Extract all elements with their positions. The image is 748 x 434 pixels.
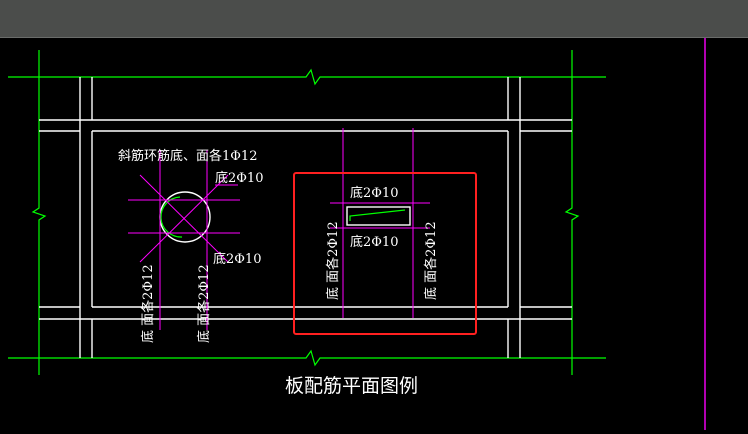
beam-outlines <box>39 77 572 358</box>
axis-bottom <box>8 349 606 367</box>
hole-rebars <box>128 150 240 330</box>
label-rect-bottom: 底2Φ10 <box>350 234 398 250</box>
label-hole-right: 底2Φ10 <box>213 251 261 267</box>
axis-left <box>31 50 47 375</box>
rect-rebars <box>330 128 430 318</box>
round-hole-detail <box>128 150 240 330</box>
highlight-box <box>293 172 477 335</box>
label-hole-top: 底2Φ10 <box>215 170 263 186</box>
toolbar-divider <box>0 37 748 38</box>
cad-drawing-canvas[interactable]: 斜筋环筋底、面各1Φ12 底2Φ10 底2Φ10 底 面各2Φ12 底 面各2Φ… <box>0 38 748 430</box>
drawing-title: 板配筋平面图例 <box>285 375 418 397</box>
rect-opening-detail <box>330 128 430 318</box>
label-hole-vert-right: 底 面各2Φ12 <box>196 264 212 343</box>
label-hole-oblique-bars: 斜筋环筋底、面各1Φ12 <box>118 148 257 164</box>
grid-axes <box>8 50 606 375</box>
label-rect-vert-left: 底 面各2Φ12 <box>325 221 341 300</box>
axis-right <box>564 50 580 375</box>
hole-circle-inner <box>160 196 183 238</box>
opening-slope-mark <box>349 209 406 221</box>
label-hole-vert-left: 底 面各2Φ12 <box>140 264 156 343</box>
cad-drawing-svg[interactable]: 斜筋环筋底、面各1Φ12 底2Φ10 底2Φ10 底 面各2Φ12 底 面各2Φ… <box>0 38 748 430</box>
label-rect-top: 底2Φ10 <box>350 185 398 201</box>
opening-rect <box>346 206 411 226</box>
label-rect-vert-right: 底 面各2Φ12 <box>423 221 439 300</box>
toolbar-area <box>0 0 748 37</box>
axis-top <box>8 68 606 86</box>
